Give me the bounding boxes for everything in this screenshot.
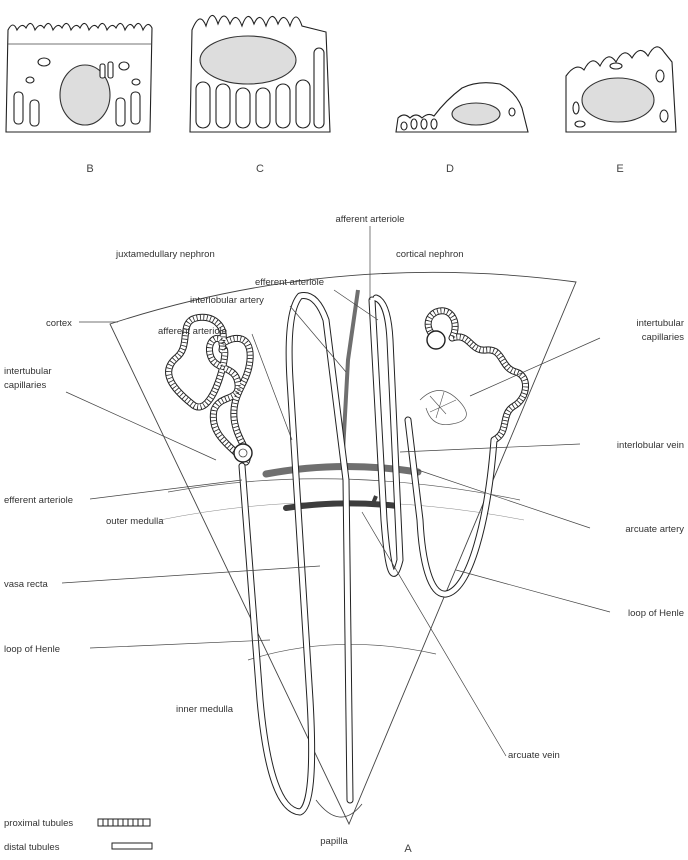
cell-panel-d	[396, 83, 528, 132]
inner-medulla-boundary	[248, 644, 436, 660]
label-interlobular-vein: interlobular vein	[617, 440, 684, 451]
label-intertubular-capillaries-left-1: intertubular	[4, 366, 52, 377]
label-afferent-arteriole-left: afferent arteriole	[158, 326, 227, 337]
label-afferent-arteriole-top: afferent arteriole	[335, 214, 404, 225]
panel-label-d: D	[446, 163, 454, 175]
cell-panel-e	[566, 47, 676, 132]
label-interlobular-artery: interlobular artery	[190, 295, 264, 306]
legend: proximal tubules distal tubules	[4, 818, 152, 853]
label-intertubular-capillaries-right-1: intertubular	[636, 318, 684, 329]
label-inner-medulla: inner medulla	[176, 704, 234, 715]
leader-lines	[62, 226, 610, 756]
legend-proximal-swatch	[98, 819, 150, 826]
label-loop-of-henle-right: loop of Henle	[628, 608, 684, 619]
label-arcuate-vein: arcuate vein	[508, 750, 560, 761]
label-efferent-arteriole-top: efferent arteriole	[255, 277, 324, 288]
label-intertubular-capillaries-left-2: capillaries	[4, 380, 46, 391]
label-papilla: papilla	[320, 836, 348, 847]
panel-label-b: B	[86, 163, 93, 175]
label-arcuate-artery: arcuate artery	[625, 524, 684, 535]
cell-panel-b	[6, 23, 152, 132]
cortical-nephron	[372, 298, 526, 594]
label-juxtamedullary-nephron: juxtamedullary nephron	[115, 249, 215, 260]
legend-distal-swatch	[112, 843, 152, 849]
panel-label-e: E	[616, 163, 623, 175]
panel-label-c: C	[256, 163, 264, 175]
label-vasa-recta: vasa recta	[4, 579, 49, 590]
label-outer-medulla: outer medulla	[106, 516, 164, 527]
legend-distal-label: distal tubules	[4, 842, 60, 853]
legend-proximal-label: proximal tubules	[4, 818, 73, 829]
panel-label-a: A	[404, 843, 412, 855]
label-efferent-arteriole-left: efferent arteriole	[4, 495, 73, 506]
juxtamedullary-nephron	[169, 296, 350, 813]
label-cortex: cortex	[46, 318, 72, 329]
label-intertubular-capillaries-right-2: capillaries	[642, 332, 684, 343]
cell-panel-c	[190, 15, 330, 132]
label-cortical-nephron: cortical nephron	[396, 249, 464, 260]
label-loop-of-henle-left: loop of Henle	[4, 644, 60, 655]
